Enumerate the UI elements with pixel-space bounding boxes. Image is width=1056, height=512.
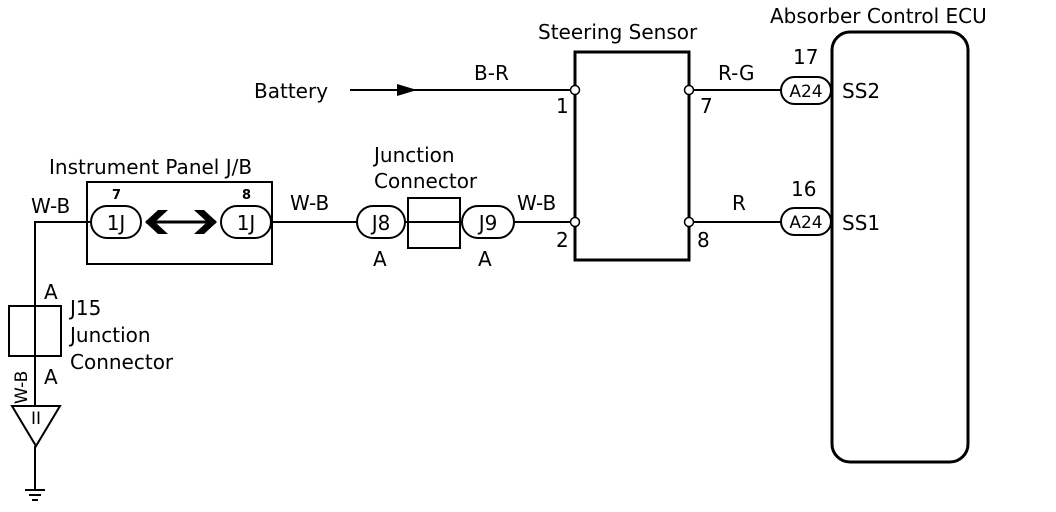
connector-a24-ss2 — [780, 76, 832, 105]
ecu-title: Absorber Control ECU — [770, 4, 987, 28]
wire-label-r-g: R-G — [718, 61, 755, 85]
ecu-box — [830, 30, 970, 464]
wire-ground-w-b — [34, 221, 91, 406]
jb-pin-7: 7 — [112, 188, 121, 203]
battery-arrow-icon — [397, 84, 417, 96]
j15-title-2: Junction — [68, 323, 151, 347]
connector-1j-right — [220, 205, 272, 239]
sensor-pin-1: 1 — [556, 94, 569, 118]
sensor-pin-8: 8 — [697, 228, 710, 252]
steering-sensor-box — [573, 50, 691, 262]
sensor-pin-1-dot — [569, 84, 581, 96]
j15-title-3: Connector — [70, 350, 174, 374]
sensor-pin-8-dot — [683, 216, 695, 228]
j15-bottom-pin-label: A — [44, 365, 58, 389]
junction-connector-title-1: Junction — [372, 143, 455, 167]
ecu-pin-17: 17 — [793, 45, 818, 69]
ecu-pin-16: 16 — [791, 177, 816, 201]
a24-bottom-label: A24 — [789, 213, 822, 233]
sensor-pin-7: 7 — [700, 94, 713, 118]
wire-label-w-b-sensor: W-B — [517, 191, 556, 215]
j8-label: J8 — [370, 211, 391, 235]
j15-title-1: J15 — [68, 296, 101, 320]
ecu-terminal-ss2: SS2 — [842, 79, 880, 103]
sensor-pin-2-dot — [569, 216, 581, 228]
steering-sensor-title: Steering Sensor — [538, 20, 698, 44]
wire-label-w-b-left: W-B — [31, 194, 70, 218]
instrument-panel-title: Instrument Panel J/B — [49, 155, 252, 179]
battery-label: Battery — [254, 79, 328, 103]
jb-right-label: 1J — [237, 211, 256, 235]
wire-label-w-b-jb: W-B — [290, 191, 329, 215]
connector-1j-left — [90, 205, 142, 239]
j15-top-pin-label: A — [44, 280, 58, 304]
jb-left-label: 1J — [107, 211, 126, 235]
ecu-terminal-ss1: SS1 — [842, 211, 880, 235]
ground-symbol-label: II — [31, 409, 41, 429]
wire-label-b-r: B-R — [474, 61, 509, 85]
junction-connector-title-2: Connector — [374, 169, 478, 193]
j8-sub-label: A — [373, 247, 387, 271]
sensor-pin-2: 2 — [556, 228, 569, 252]
connector-j9 — [461, 205, 515, 239]
sensor-pin-7-dot — [683, 84, 695, 96]
wire-label-w-b-vertical: W-B — [12, 371, 32, 404]
connector-j8 — [356, 205, 406, 239]
j9-sub-label: A — [478, 247, 492, 271]
ground-triangle-icon — [10, 405, 62, 448]
connector-a24-ss1 — [780, 207, 832, 236]
chevron-left-icon — [145, 210, 168, 234]
jb-pin-8: 8 — [242, 188, 251, 203]
wire-label-r: R — [732, 191, 746, 215]
chevron-right-icon — [194, 210, 217, 234]
a24-top-label: A24 — [789, 82, 822, 102]
j9-label: J9 — [477, 211, 498, 235]
